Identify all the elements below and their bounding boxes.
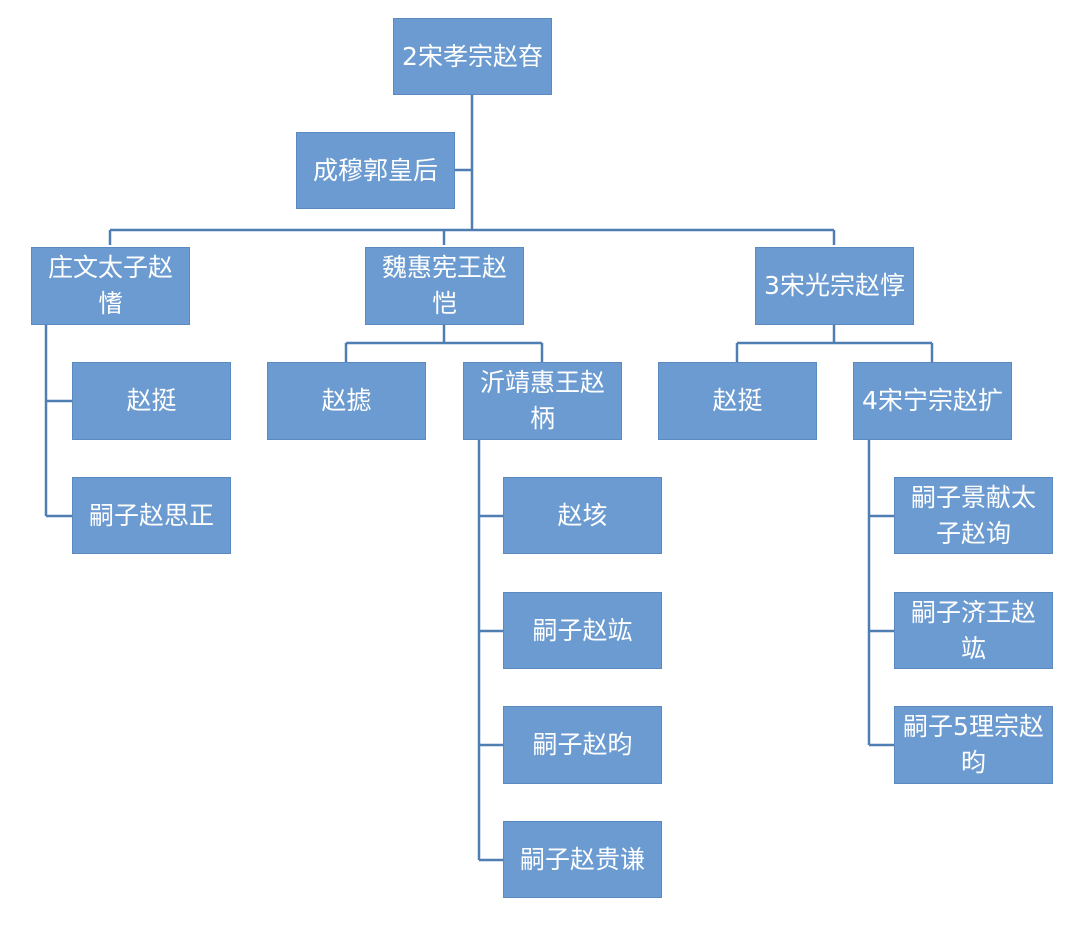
node-yi-child-4: 嗣子赵贵谦 <box>503 821 662 898</box>
node-weihui-child-2: 沂靖惠王赵柄 <box>463 362 622 440</box>
node-zhuangwen-label: 庄文太子赵愭 <box>47 253 173 318</box>
node-zhuangwen-child-2-label: 嗣子赵思正 <box>88 500 214 530</box>
node-guangzong-child-2: 4宋宁宗赵扩 <box>853 362 1012 440</box>
node-yi-child-2-label: 嗣子赵竑 <box>532 615 633 645</box>
node-ning-child-2-label: 嗣子济王赵竑 <box>910 597 1036 663</box>
node-ning-child-2: 嗣子济王赵竑 <box>894 592 1053 669</box>
node-ning-child-1: 嗣子景献太子赵询 <box>894 477 1053 554</box>
node-yi-child-1-label: 赵垓 <box>557 500 608 530</box>
node-guangzong-child-1-label: 赵挺 <box>712 386 763 415</box>
node-yi-child-4-label: 嗣子赵贵谦 <box>519 844 645 874</box>
node-weihui: 魏惠宪王赵恺 <box>365 247 524 325</box>
node-guangzong-child-1: 赵挺 <box>658 362 817 440</box>
node-yi-child-1: 赵垓 <box>503 477 662 554</box>
node-weihui-child-2-label: 沂靖惠王赵柄 <box>479 368 605 433</box>
node-consort: 成穆郭皇后 <box>296 132 455 209</box>
node-yi-child-2: 嗣子赵竑 <box>503 592 662 669</box>
node-ning-child-3-label: 嗣子5理宗赵昀 <box>903 712 1044 777</box>
node-zhuangwen-child-1-label: 赵挺 <box>126 386 177 415</box>
node-yi-child-3: 嗣子赵昀 <box>503 706 662 784</box>
node-weihui-child-1: 赵摅 <box>267 362 426 440</box>
node-consort-label: 成穆郭皇后 <box>312 155 438 185</box>
node-guangzong-label: 3宋光宗赵惇 <box>764 271 905 300</box>
node-root-label: 2宋孝宗赵昚 <box>402 41 543 71</box>
node-ning-child-1-label: 嗣子景献太子赵询 <box>910 482 1036 548</box>
node-weihui-label: 魏惠宪王赵恺 <box>381 253 507 318</box>
node-ning-child-3: 嗣子5理宗赵昀 <box>894 706 1053 784</box>
node-zhuangwen-child-2: 嗣子赵思正 <box>72 477 231 554</box>
node-root: 2宋孝宗赵昚 <box>393 18 552 95</box>
node-guangzong-child-2-label: 4宋宁宗赵扩 <box>862 386 1003 415</box>
node-guangzong: 3宋光宗赵惇 <box>755 247 914 325</box>
node-weihui-child-1-label: 赵摅 <box>321 386 372 415</box>
node-yi-child-3-label: 嗣子赵昀 <box>532 730 633 759</box>
node-zhuangwen-child-1: 赵挺 <box>72 362 231 440</box>
node-zhuangwen: 庄文太子赵愭 <box>31 247 190 325</box>
